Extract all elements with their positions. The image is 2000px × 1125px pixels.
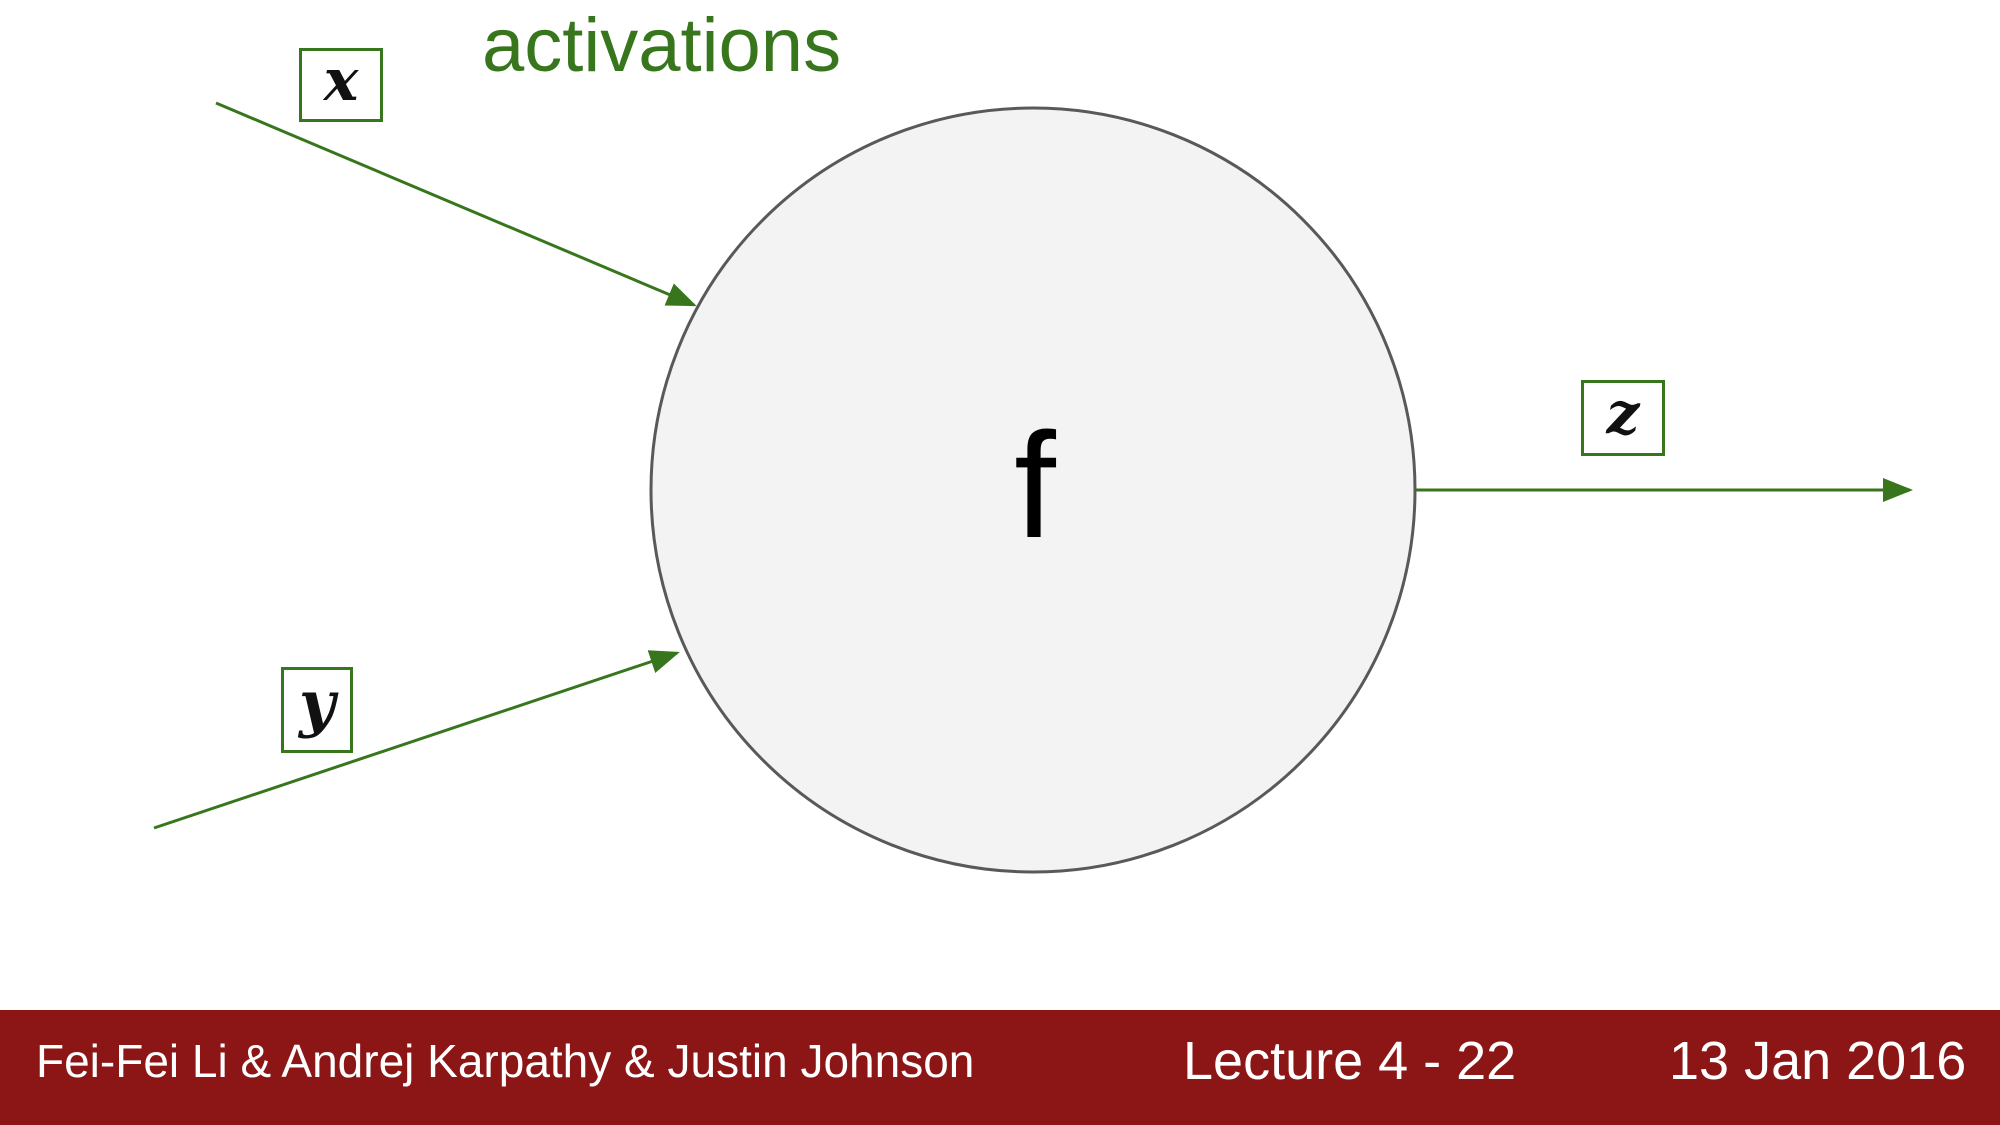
input-variable-y: y	[281, 667, 353, 753]
footer-date: 13 Jan 2016	[1669, 1031, 1967, 1091]
function-node-label: f	[1014, 401, 1056, 569]
computational-graph	[153, 101, 1913, 874]
footer-lecture-number: Lecture 4 - 22	[1183, 1031, 1517, 1091]
activations-heading: activations	[482, 3, 842, 88]
output-variable-z: z	[1581, 379, 1665, 456]
input-arrow-x	[215, 101, 697, 307]
input-arrow-y	[153, 650, 680, 830]
input-variable-x: x	[299, 46, 383, 122]
slide-footer: Fei-Fei Li & Andrej Karpathy & Justin Jo…	[0, 1010, 2000, 1125]
footer-authors: Fei-Fei Li & Andrej Karpathy & Justin Jo…	[36, 1035, 975, 1087]
